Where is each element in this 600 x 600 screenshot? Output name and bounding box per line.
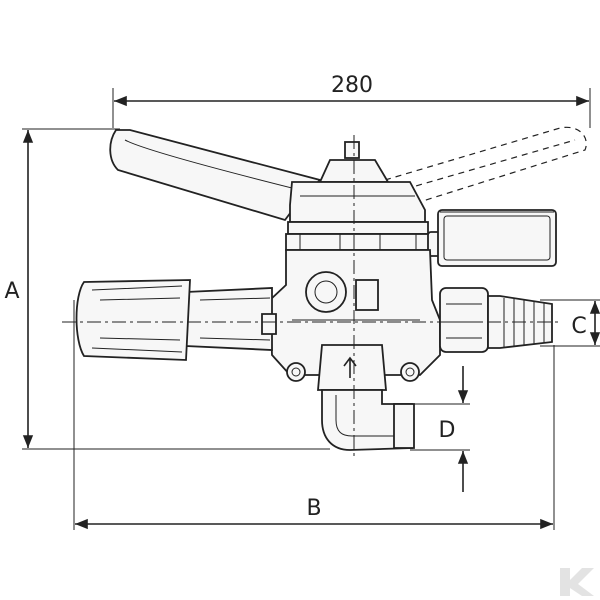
handle-lever (109, 129, 322, 222)
valve-cap (285, 141, 431, 251)
left-regulator (75, 279, 277, 361)
center-lines (62, 135, 560, 460)
dimension-a: A (4, 128, 330, 450)
dimension-a-label: A (4, 279, 19, 304)
brand-k-icon (560, 568, 594, 596)
dimension-c: C (540, 299, 600, 347)
dimension-b-label: B (306, 496, 321, 521)
dimension-d-label: D (439, 418, 456, 443)
dimension-280: 280 (112, 73, 591, 128)
dimension-c-label: C (571, 314, 586, 339)
pressure-gauge (427, 209, 557, 267)
hose-outlet (439, 287, 553, 353)
dimension-d: D (410, 366, 470, 492)
valve-body (269, 249, 441, 391)
inlet-elbow (321, 389, 415, 451)
dimension-b: B (73, 300, 555, 530)
dimension-280-label: 280 (331, 73, 373, 98)
